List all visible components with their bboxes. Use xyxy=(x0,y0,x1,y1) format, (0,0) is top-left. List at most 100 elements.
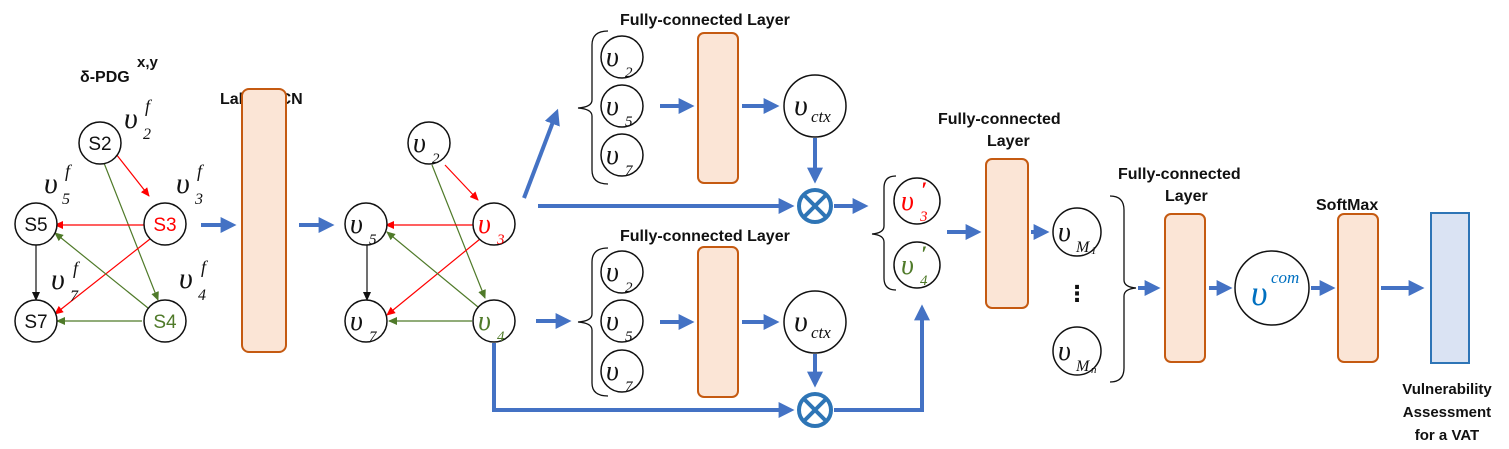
svg-text:υ: υ xyxy=(606,356,619,387)
label-gcn-layer xyxy=(241,88,287,353)
m-nodes-ellipsis: ⋮ xyxy=(1066,282,1088,307)
svg-text:υ: υ xyxy=(606,42,619,73)
svg-text:2: 2 xyxy=(625,65,633,81)
svg-text:υ: υ xyxy=(350,306,363,337)
svg-text:υ: υ xyxy=(51,263,65,296)
svg-text:M: M xyxy=(1075,239,1091,256)
pdg-title-sup: x,y xyxy=(137,54,159,71)
edge-s3-s7 xyxy=(54,238,151,315)
fc-right-title-line2: Layer xyxy=(1165,188,1208,205)
svg-text:S5: S5 xyxy=(24,215,47,236)
pdg-graph: δ-PDG x,y S2 S3 S5 S4 S7 xyxy=(14,54,209,343)
svg-text:S7: S7 xyxy=(24,312,47,333)
svg-text:υ: υ xyxy=(350,209,363,240)
output-vector xyxy=(1430,212,1470,364)
merged-v3: υ ′ 3 xyxy=(893,177,941,225)
svg-text:2: 2 xyxy=(143,126,151,143)
multiply-top-icon xyxy=(797,188,833,224)
svg-text:S2: S2 xyxy=(88,134,111,155)
softmax-title: SoftMax xyxy=(1316,197,1378,214)
ctx-top-v7: υ 7 xyxy=(600,133,644,179)
feature-v5f: υ f 5 xyxy=(44,161,73,208)
edge-s4-s5 xyxy=(54,232,149,309)
svg-text:υ: υ xyxy=(413,128,426,159)
svg-text:7: 7 xyxy=(369,329,378,345)
arrow-v4-to-mul xyxy=(492,343,795,418)
ctx-bottom-v2: υ 2 xyxy=(600,250,644,296)
svg-text:5: 5 xyxy=(369,232,377,248)
svg-text:ctx: ctx xyxy=(811,323,831,342)
edge2-v3-v7 xyxy=(386,238,481,316)
svg-text:υ: υ xyxy=(478,209,491,240)
svg-text:υ: υ xyxy=(606,140,619,171)
node-vm1: υ M 1 xyxy=(1052,207,1102,257)
fc-bottom-title: Fully-connected Layer xyxy=(620,228,790,245)
ctx-bottom-v5: υ 5 xyxy=(600,299,644,345)
node2-v3: υ 3 xyxy=(472,202,516,248)
svg-text:1: 1 xyxy=(1091,245,1097,257)
svg-text:n: n xyxy=(1091,364,1097,376)
svg-text:υ: υ xyxy=(901,186,914,217)
softmax-layer xyxy=(1337,213,1379,363)
node2-v4: υ 4 xyxy=(472,299,516,345)
svg-text:υ: υ xyxy=(794,305,808,338)
svg-text:4: 4 xyxy=(920,273,928,289)
edge2-v4-v5 xyxy=(386,231,479,308)
node2-v2: υ 2 xyxy=(407,121,451,167)
output-label-line2: Assessment xyxy=(1403,404,1491,421)
svg-text:υ: υ xyxy=(124,102,138,135)
node-s5: S5 xyxy=(14,202,58,246)
fc-top-title: Fully-connected Layer xyxy=(620,12,790,29)
svg-text:4: 4 xyxy=(497,329,505,345)
node-s3: S3 xyxy=(143,202,187,246)
brace-top xyxy=(577,30,609,185)
svg-text:υ: υ xyxy=(1251,273,1268,313)
fc-top-layer xyxy=(697,32,739,184)
multiply-bottom-icon xyxy=(797,392,833,428)
fc-mid-title-line1: Fully-connected xyxy=(938,111,1061,128)
fc-mid-title-line2: Layer xyxy=(987,133,1030,150)
ctx-top-v5: υ 5 xyxy=(600,84,644,130)
svg-text:υ: υ xyxy=(176,167,190,200)
svg-text:υ: υ xyxy=(478,306,491,337)
brace-m-nodes xyxy=(1109,195,1137,383)
svg-text:com: com xyxy=(1271,268,1299,287)
output-label-line3: for a VAT xyxy=(1415,427,1479,444)
svg-text:S3: S3 xyxy=(153,215,176,236)
edge-s2-s3 xyxy=(115,153,150,197)
feature-v2f: υ f 2 xyxy=(124,96,153,143)
output-label-line1: Vulnerability xyxy=(1402,381,1492,398)
node2-v5: υ 5 xyxy=(344,202,388,248)
edge-s2-s4 xyxy=(103,162,159,301)
node-s2: S2 xyxy=(78,121,122,165)
ctx-bottom-vctx: υ ctx xyxy=(783,290,847,354)
svg-text:υ: υ xyxy=(44,167,58,200)
svg-text:2: 2 xyxy=(432,151,440,167)
svg-text:2: 2 xyxy=(625,280,633,296)
arrow-v3-to-top-branch xyxy=(522,108,560,199)
pdg-title: δ-PDG xyxy=(80,69,130,86)
feature-v3f: υ f 3 xyxy=(176,161,205,208)
brace-bottom xyxy=(577,247,609,397)
node-s7: S7 xyxy=(14,299,58,343)
embedded-graph: υ 2 υ 3 υ 5 υ 4 υ 7 xyxy=(344,121,516,345)
svg-text:5: 5 xyxy=(62,191,70,208)
feature-v4f: υ f 4 xyxy=(179,257,209,304)
node-s4: S4 xyxy=(143,299,187,343)
svg-text:S4: S4 xyxy=(153,312,177,333)
svg-text:7: 7 xyxy=(625,163,634,179)
svg-text:3: 3 xyxy=(496,232,505,248)
edge2-v2-v3 xyxy=(444,164,479,201)
ctx-top-v2: υ 2 xyxy=(600,35,644,81)
svg-text:υ: υ xyxy=(606,91,619,122)
svg-text:7: 7 xyxy=(70,288,79,305)
ctx-bottom-v7: υ 7 xyxy=(600,349,644,395)
edge2-v2-v4 xyxy=(431,164,486,299)
svg-text:f: f xyxy=(201,257,209,277)
svg-text:3: 3 xyxy=(919,209,928,225)
svg-text:υ: υ xyxy=(179,262,193,295)
svg-text:f: f xyxy=(65,161,73,181)
svg-text:υ: υ xyxy=(1058,336,1071,367)
svg-text:υ: υ xyxy=(606,257,619,288)
